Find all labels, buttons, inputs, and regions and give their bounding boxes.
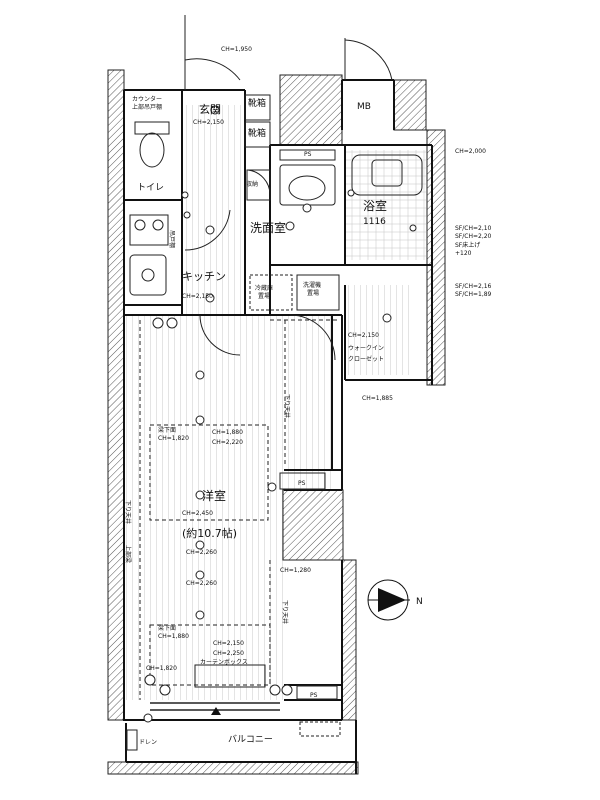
entrance-marker xyxy=(211,707,221,715)
mb-label: MB xyxy=(357,102,371,112)
ch-mid-1: CH=1,880 xyxy=(212,429,243,436)
ch-lower-3: CH=1,820 xyxy=(146,665,177,672)
bath-note-3: SF床上げ xyxy=(455,241,480,249)
interior-walls xyxy=(123,79,433,774)
ch-bath: CH=2,000 xyxy=(455,148,486,155)
ps-mid-label: PS xyxy=(298,480,306,487)
counter-label-2: 上部吊戸棚 xyxy=(132,103,162,111)
kitchen-label: キッチン xyxy=(182,270,226,283)
bath-label: 浴室 xyxy=(363,198,387,213)
downlight-left-2: 上部梁 xyxy=(124,545,132,563)
senmen-label: 洗面室 xyxy=(250,220,286,235)
ch-door: CH=1,950 xyxy=(221,46,252,53)
ch-room-1: CH=2,450 xyxy=(182,510,213,517)
ch-lower-2: CH=2,250 xyxy=(213,650,244,657)
toilet-label: トイレ xyxy=(137,183,164,193)
youshitsu-size: (約10.7帖) xyxy=(182,526,237,540)
ch-genkan: CH=2,150 xyxy=(193,119,224,126)
beam-left-3: 梁下面 xyxy=(158,624,176,632)
ps-top-label: PS xyxy=(304,151,312,158)
doors xyxy=(184,15,393,361)
light-fixtures xyxy=(143,105,417,723)
beam-left-2: CH=1,820 xyxy=(158,435,189,442)
beam-left-1: 梁下面 xyxy=(158,426,176,434)
bath-note-2: SF/CH=2,20 xyxy=(455,233,492,240)
wic-note-2: SF/CH=1,89 xyxy=(455,291,492,298)
curtain-box-label: カーテンボックス xyxy=(200,658,248,666)
shoe-label-2: 靴箱 xyxy=(248,127,266,139)
fixtures xyxy=(126,94,423,751)
washer-label-2: 置場 xyxy=(307,289,319,297)
refrig-label-2: 置場 xyxy=(258,292,270,300)
downlight-left-1: 下り天井 xyxy=(124,500,132,524)
wic-label-2: クローゼット xyxy=(348,355,384,363)
beam-left-4: CH=1,880 xyxy=(158,633,189,640)
ch-room-2: CH=2,260 xyxy=(186,549,217,556)
balcony-label: バルコニー xyxy=(228,734,273,745)
ch-mid-2: CH=2,220 xyxy=(212,439,243,446)
downlight-right-2: 下り天井 xyxy=(281,600,289,624)
bath-note-4: +120 xyxy=(455,250,472,257)
bath-size-label: 1116 xyxy=(363,217,386,227)
wic-note-1: SF/CH=2,16 xyxy=(455,283,492,290)
compass-north-label: N xyxy=(416,597,423,607)
wic-ch: CH=2,150 xyxy=(348,332,379,339)
drain-label: ドレン xyxy=(139,739,157,746)
storage-label: 収納 xyxy=(246,180,258,188)
shoe-label-1: 靴箱 xyxy=(248,97,266,109)
floor-pattern xyxy=(126,105,426,700)
genkan-label: 玄関 xyxy=(199,102,221,116)
ch-kitchen: CH=2,150 xyxy=(182,293,213,300)
ch-outer: CH=1,885 xyxy=(362,395,393,402)
bath-note-1: SF/CH=2,10 xyxy=(455,225,492,232)
ps-bottom-label: PS xyxy=(310,692,318,699)
washer-label-1: 洗濯機 xyxy=(303,281,321,289)
downlight-right-1: 下り天井 xyxy=(283,394,291,418)
ch-lower-1: CH=2,150 xyxy=(213,640,244,647)
kitchen-shelf-label: 吊戸棚 xyxy=(168,230,176,248)
refrig-label-1: 冷蔵庫 xyxy=(255,284,273,292)
counter-label-1: カウンター xyxy=(132,95,162,103)
wic-label-1: ウォークイン xyxy=(348,344,384,352)
compass xyxy=(367,579,410,621)
youshitsu-label: 洋室 xyxy=(202,488,226,503)
ch-right: CH=1,280 xyxy=(280,567,311,574)
ch-room-3: CH=2,260 xyxy=(186,580,217,587)
labels: 玄関 カウンター 上部吊戸棚 CH=2,150 CH=1,950 靴箱 靴箱 収… xyxy=(124,46,492,746)
